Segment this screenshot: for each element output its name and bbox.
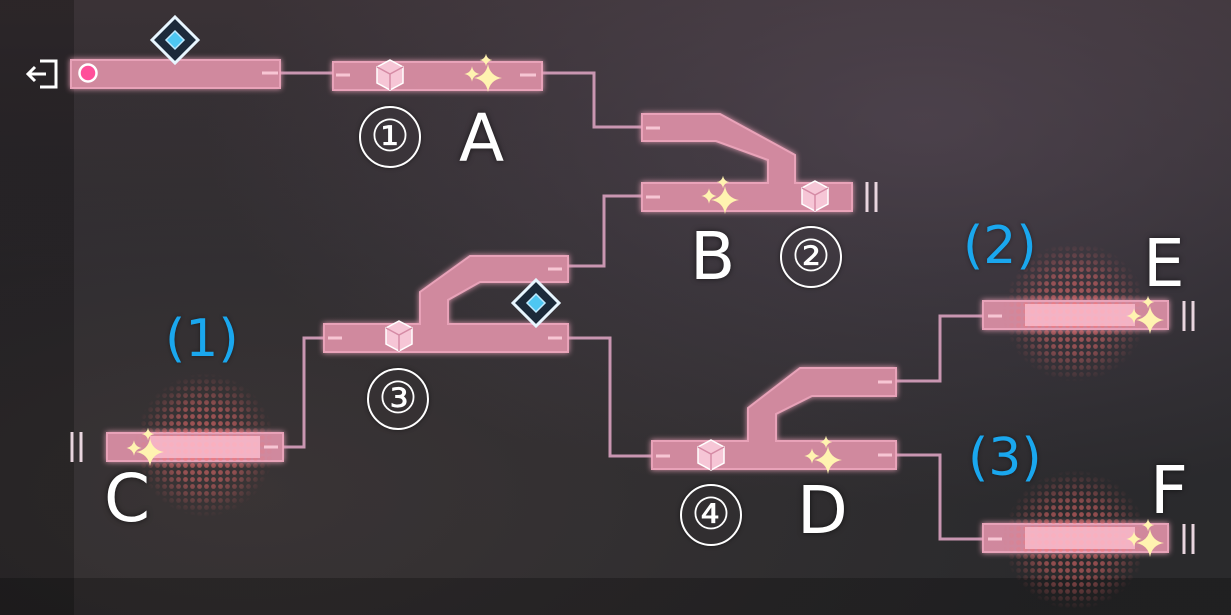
- checkpoint-label-1: ①: [359, 106, 421, 168]
- exit-icon[interactable]: [26, 58, 60, 90]
- sparkle-icon: [1126, 518, 1164, 557]
- sparkle-icon: [464, 53, 502, 92]
- track-1-A: [332, 61, 543, 91]
- connector-3-4: [568, 336, 652, 458]
- diamond-marker-icon: [510, 277, 562, 329]
- sparkle-icon: [804, 435, 842, 474]
- end-walls: [70, 182, 1195, 554]
- node-label-E: E: [1143, 225, 1185, 302]
- cube-chest-icon: [385, 320, 413, 352]
- connector-D-F: [896, 453, 983, 541]
- connector-B-3: [568, 194, 642, 268]
- end-wall-icon: [865, 182, 878, 212]
- checkpoint-label-4: ④: [680, 484, 742, 546]
- ending-label-1: (1): [165, 309, 239, 369]
- ending-glows: [130, 240, 1150, 613]
- chests: [376, 59, 829, 471]
- end-wall-icon: [1182, 301, 1195, 331]
- connector-A-B: [542, 71, 642, 129]
- connector-3-C: [283, 336, 324, 449]
- ending-bar-glow-E: [1025, 304, 1135, 326]
- ending-label-2: (2): [963, 216, 1037, 276]
- connector-D-E: [896, 314, 983, 383]
- diamond-marker-icon: [149, 14, 201, 66]
- track-3-branch: [323, 255, 569, 353]
- checkpoint-label-3: ③: [367, 368, 429, 430]
- track-B-branch: [641, 113, 853, 212]
- start-marker-icon: [78, 63, 98, 83]
- checkpoint-label-2: ②: [780, 226, 842, 288]
- sparkles: [126, 53, 1164, 557]
- connector-lines: [280, 71, 983, 541]
- end-wall-icon: [70, 432, 83, 462]
- sparkle-icon: [1126, 295, 1164, 334]
- node-label-B: B: [690, 218, 736, 295]
- cube-chest-icon: [376, 59, 404, 91]
- ending-bar-glow-C: [150, 436, 260, 458]
- sparkle-icon: [701, 175, 739, 214]
- cube-chest-icon: [801, 180, 829, 212]
- cube-chest-icon: [697, 439, 725, 471]
- track-4-branch: [651, 367, 897, 470]
- ending-bar-glow-F: [1025, 527, 1135, 549]
- node-label-A: A: [459, 100, 505, 177]
- end-wall-icon: [1182, 524, 1195, 554]
- sparkle-icon: [126, 427, 164, 466]
- diamond-markers: [149, 14, 562, 329]
- node-label-D: D: [797, 472, 848, 549]
- node-label-C: C: [104, 460, 151, 537]
- node-label-F: F: [1150, 452, 1188, 529]
- bar-ticks: [262, 71, 1002, 541]
- ending-label-3: (3): [968, 428, 1042, 488]
